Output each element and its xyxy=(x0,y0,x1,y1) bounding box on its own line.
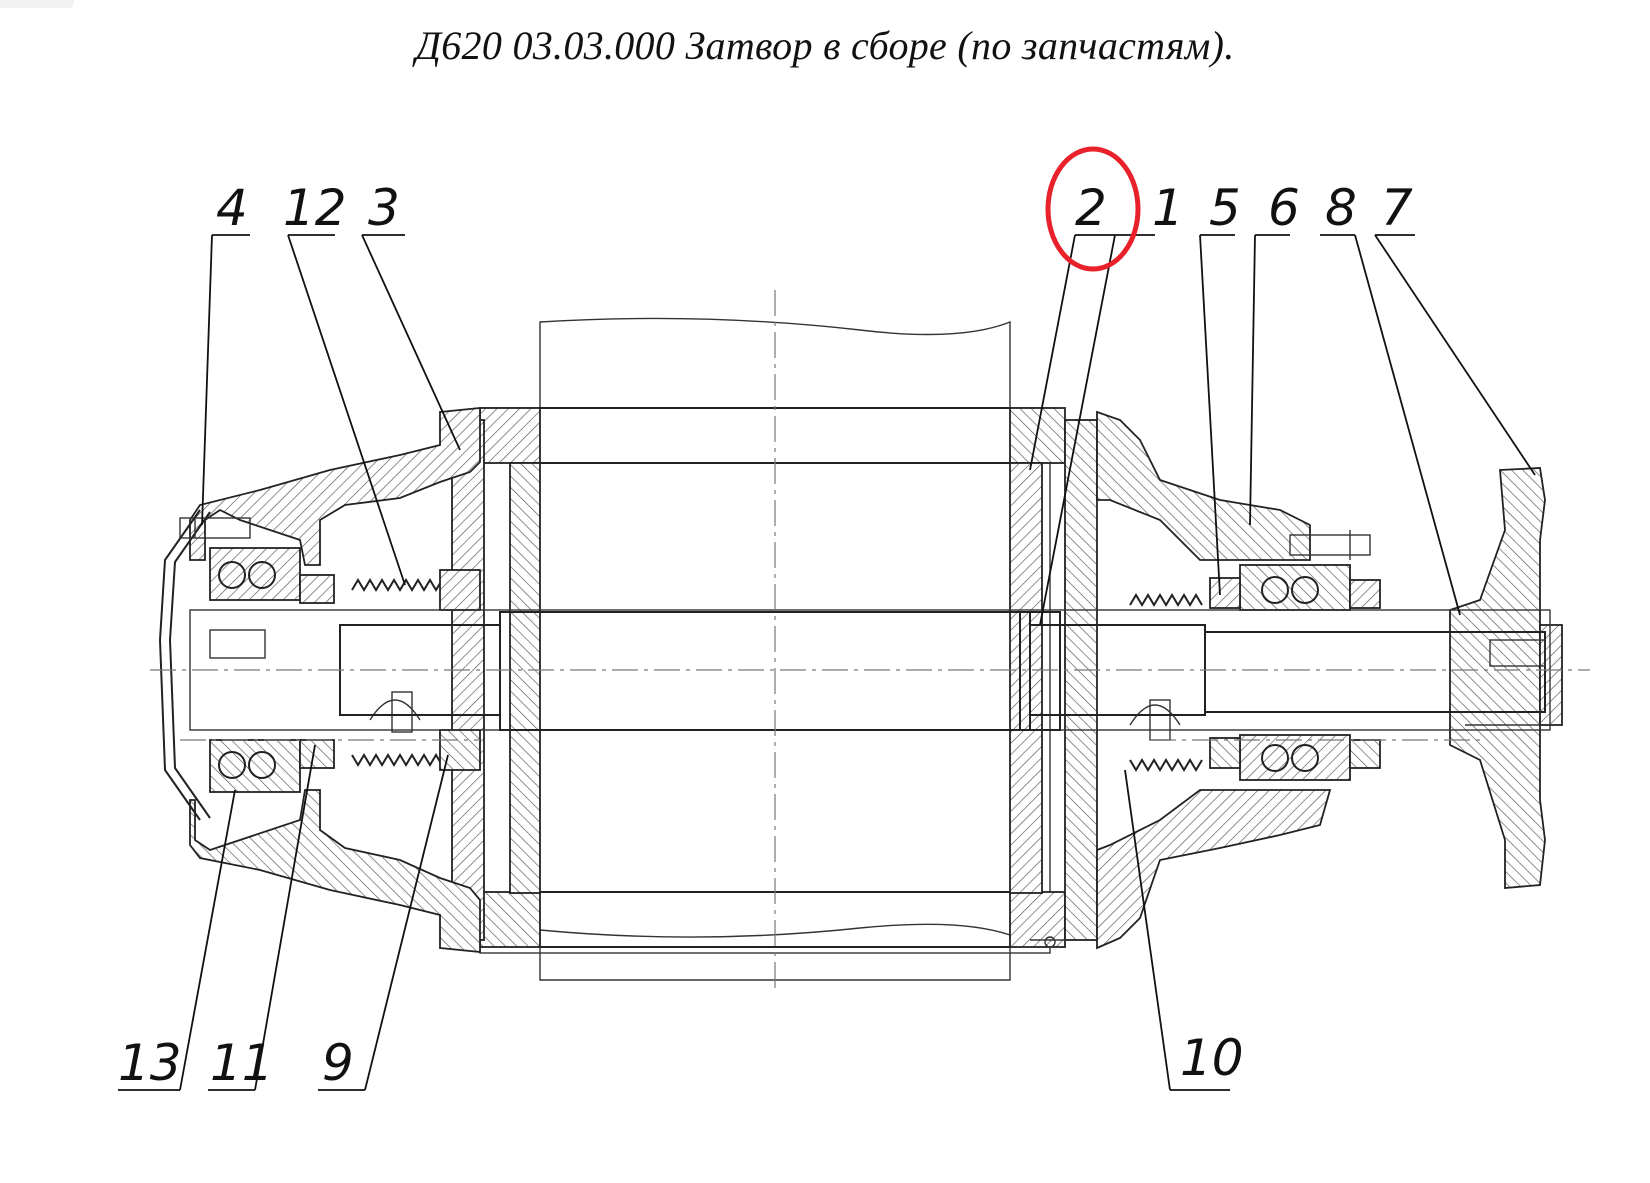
callouts: 4 12 3 2 1 5 6 8 7 13 11 9 10 xyxy=(118,179,1413,1092)
callout-3: 3 xyxy=(368,179,400,237)
callout-12: 12 xyxy=(283,179,347,237)
callout-6: 6 xyxy=(1268,179,1300,237)
center-lines xyxy=(150,290,1590,990)
callout-13: 13 xyxy=(118,1034,182,1092)
page-title: Д620 03.03.000 Затвор в сборе (по запчас… xyxy=(415,23,1235,68)
callout-5: 5 xyxy=(1209,179,1241,237)
callout-11: 11 xyxy=(210,1034,274,1092)
corner-mark xyxy=(0,0,74,8)
callout-4: 4 xyxy=(216,179,248,237)
callout-10: 10 xyxy=(1180,1029,1244,1087)
callout-7: 7 xyxy=(1381,179,1413,237)
highlight-circle xyxy=(1045,146,1141,272)
callout-9: 9 xyxy=(322,1034,354,1092)
callout-8: 8 xyxy=(1325,179,1357,237)
right-housing xyxy=(1096,410,1563,950)
callout-2: 2 xyxy=(1075,179,1107,237)
callout-1: 1 xyxy=(1152,179,1184,237)
leader-lines xyxy=(118,234,1536,1091)
left-housing xyxy=(158,407,481,953)
